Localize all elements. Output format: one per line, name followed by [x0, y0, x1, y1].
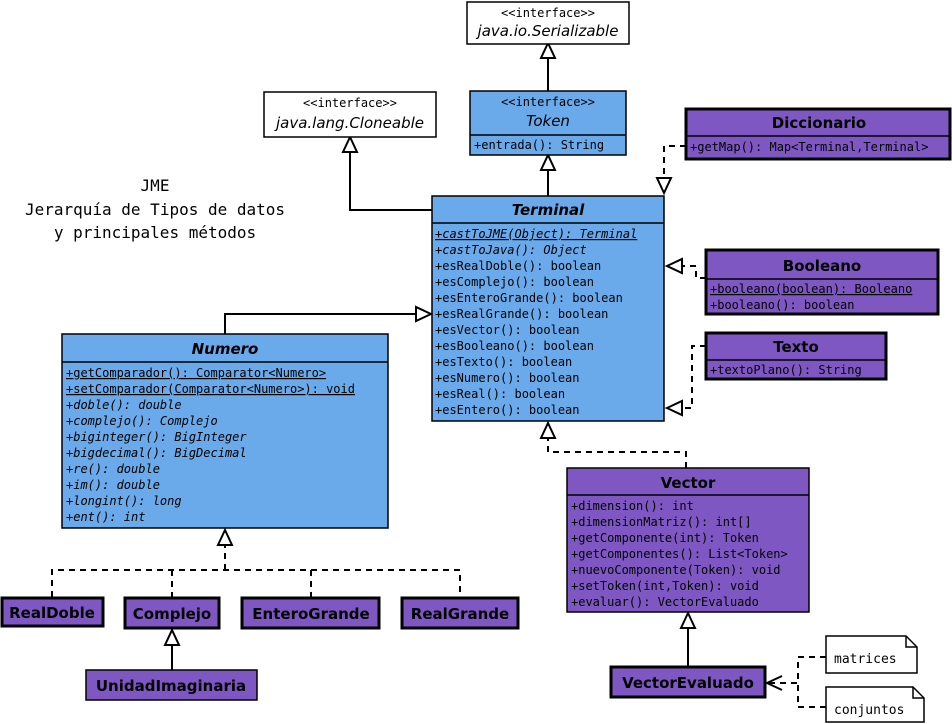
diagram-title-line1: JME [141, 176, 170, 195]
cloneable-interface-box[interactable]: <<interface>> java.lang.Cloneable [263, 91, 437, 138]
numero-method: +complejo(): Complejo [66, 414, 218, 428]
token-stereotype: <<interface>> [501, 95, 595, 109]
booleano-name: Booleano [783, 257, 861, 275]
numero-class-box[interactable]: Numero +getComparador(): Comparator<Nume… [61, 333, 389, 529]
cloneable-stereotype: <<interface>> [303, 96, 397, 110]
numero-method: +re(): double [66, 462, 160, 476]
booleano-method: +booleano(boolean): Booleano [710, 282, 912, 296]
vector-method: +dimension(): int [571, 499, 694, 513]
realdoble-name: RealDoble [9, 604, 95, 622]
token-name: Token [526, 112, 570, 130]
texto-name: Texto [773, 338, 819, 356]
terminal-method: +castToJME(Object): Terminal [435, 227, 637, 241]
diccionario-class-box[interactable]: Diccionario +getMap(): Map<Terminal,Term… [684, 107, 952, 161]
booleano-class-box[interactable]: Booleano +booleano(boolean): Booleano +b… [704, 248, 940, 316]
conjuntos-dependency-edge [797, 683, 826, 708]
unidadimaginaria-name: UnidadImaginaria [96, 677, 246, 695]
terminal-method: +esBooleano(): boolean [435, 339, 594, 353]
terminal-name: Terminal [512, 201, 585, 219]
texto-method: +textoPlano(): String [710, 363, 862, 377]
diccionario-terminal-edge [663, 145, 686, 178]
terminal-arrowhead-booleano [664, 257, 683, 275]
terminal-method: +esTexto(): boolean [435, 355, 572, 369]
texto-class-box[interactable]: Texto +textoPlano(): String [704, 331, 888, 381]
vector-method: +getComponente(int): Token [571, 531, 759, 545]
enterogrande-name: EnteroGrande [252, 605, 369, 623]
terminal-arrowhead-numero [415, 305, 434, 323]
terminal-cloneable-edge [349, 152, 432, 211]
enterogrande-class-box[interactable]: EnteroGrande [240, 596, 381, 630]
terminal-method: +esEnteroGrande(): boolean [435, 291, 623, 305]
numero-arrowhead [216, 527, 234, 546]
numero-method: +longint(): long [66, 494, 182, 508]
serializable-interface-box[interactable]: <<interface>> java.io.Serializable [466, 1, 630, 45]
matrices-note[interactable]: matrices [825, 635, 918, 674]
numero-tree-bus [51, 569, 461, 597]
diccionario-method: +getMap(): Map<Terminal,Terminal> [690, 140, 928, 154]
serializable-arrowhead [539, 40, 557, 59]
vector-name: Vector [661, 474, 716, 492]
numero-method: +getComparador(): Comparator<Numero> [66, 366, 326, 380]
vector-class-box[interactable]: Vector +dimension(): int +dimensionMatri… [566, 467, 810, 613]
vector-method: +dimensionMatriz(): int[] [571, 515, 752, 529]
vector-arrowhead [679, 610, 697, 629]
vector-method: +evaluar(): VectorEvaluado [571, 595, 759, 609]
numero-method: +doble(): double [66, 398, 182, 412]
vector-terminal-edge [547, 438, 687, 468]
terminal-method: +esReal(): boolean [435, 387, 565, 401]
terminal-method: +esComplejo(): boolean [435, 275, 594, 289]
numero-terminal-edge [224, 313, 416, 334]
cloneable-name: java.lang.Cloneable [274, 114, 424, 132]
terminal-class-box[interactable]: Terminal +castToJME(Object): Terminal +c… [431, 195, 665, 422]
terminal-arrowhead-vector [539, 420, 557, 439]
numero-method: +setComparador(Comparator<Numero>): void [66, 382, 355, 396]
vectorevaluado-class-box[interactable]: VectorEvaluado [609, 665, 767, 699]
token-method: +entrada(): String [474, 138, 604, 152]
conjuntos-note[interactable]: conjuntos [825, 686, 925, 723]
complejo-class-box[interactable]: Complejo [123, 596, 221, 630]
vector-method: +nuevoComponente(Token): void [571, 563, 781, 577]
terminal-method: +esVector(): boolean [435, 323, 580, 337]
matrices-note-label: matrices [834, 652, 897, 667]
complejo-name: Complejo [133, 605, 211, 623]
diccionario-name: Diccionario [772, 114, 866, 132]
unidadimaginaria-class-box[interactable]: UnidadImaginaria [85, 669, 258, 701]
realgrande-name: RealGrande [411, 605, 509, 623]
terminal-method: +esNumero(): boolean [435, 371, 580, 385]
terminal-method: +esRealDoble(): boolean [435, 259, 601, 273]
numero-method: +bigdecimal(): BigDecimal [66, 446, 247, 460]
diagram-title-line2: Jerarquía de Tipos de datos [25, 200, 285, 219]
terminal-arrowhead-texto [664, 399, 683, 417]
vector-method: +getComponentes(): List<Token> [571, 547, 788, 561]
terminal-method: +esEntero(): boolean [435, 403, 580, 417]
diagram-title-line3: y principales métodos [54, 223, 256, 242]
vector-method: +setToken(int,Token): void [571, 579, 759, 593]
terminal-arrowhead-diccionario [655, 177, 673, 196]
booleano-method: +booleano(): boolean [710, 298, 855, 312]
complejo-arrowhead [163, 627, 181, 646]
conjuntos-note-label: conjuntos [834, 703, 904, 718]
token-arrowhead [539, 152, 557, 171]
cloneable-arrowhead [341, 134, 359, 153]
texto-terminal-edge [682, 345, 706, 409]
token-interface-box[interactable]: <<interface>> Token +entrada(): String [469, 90, 627, 156]
vectorevaluado-name: VectorEvaluado [622, 674, 754, 692]
serializable-name: java.io.Serializable [476, 22, 619, 40]
numero-method: +im(): double [66, 478, 160, 492]
serializable-stereotype: <<interface>> [501, 6, 595, 20]
matrices-dependency-edge [767, 656, 826, 684]
vectorevaluado-open-arrowhead [764, 675, 783, 691]
realdoble-class-box[interactable]: RealDoble [0, 596, 105, 628]
numero-name: Numero [192, 340, 259, 358]
booleano-terminal-edge [682, 265, 706, 279]
terminal-method: +esRealGrande(): boolean [435, 307, 608, 321]
numero-method: +ent(): int [66, 510, 145, 524]
realgrande-class-box[interactable]: RealGrande [400, 596, 520, 630]
numero-method: +biginteger(): BigInteger [66, 430, 247, 444]
terminal-method: +castToJava(): Object [435, 243, 587, 257]
